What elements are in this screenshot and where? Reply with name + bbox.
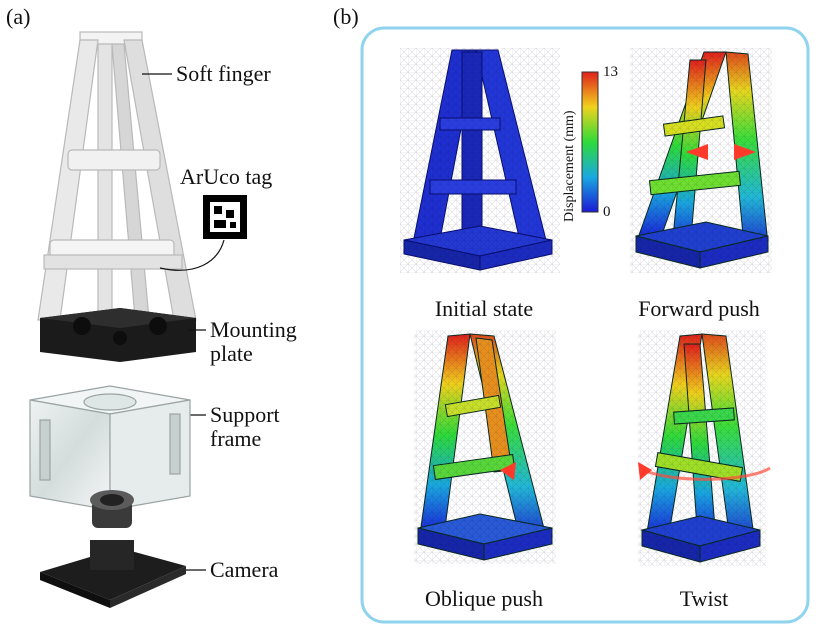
push-arrow-right (734, 144, 756, 160)
caption-forward-push: Forward push (638, 296, 760, 321)
colorbar-min: 0 (603, 204, 611, 220)
fem-initial-state (400, 48, 560, 273)
fem-twist (638, 330, 771, 566)
colorbar (581, 71, 599, 213)
soft-finger-model (37, 31, 197, 331)
label-aruco-tag: ArUco tag (180, 164, 273, 189)
caption-oblique-push: Oblique push (425, 586, 543, 611)
label-mounting-plate: Mounting plate (210, 317, 297, 366)
panel-b-tag: (b) (333, 4, 359, 29)
aruco-tag-graphic (203, 195, 247, 239)
support-frame-model (29, 385, 191, 511)
colorbar-max: 13 (603, 64, 618, 80)
fem-oblique-push (414, 330, 556, 564)
panel-a-tag: (a) (6, 4, 31, 29)
camera-model (40, 490, 186, 608)
mounting-plate-model (40, 308, 196, 362)
oblique-arrow (500, 462, 516, 480)
label-camera: Camera (210, 557, 279, 582)
fem-forward-push (630, 48, 772, 273)
label-soft-finger: Soft finger (176, 61, 271, 86)
caption-initial-state: Initial state (434, 296, 534, 321)
twist-arrow (639, 466, 771, 481)
push-arrow-left (686, 144, 708, 160)
caption-twist: Twist (679, 586, 729, 611)
label-support-frame: Support frame (210, 402, 280, 451)
colorbar-title: Displacement (mm) (562, 110, 577, 222)
